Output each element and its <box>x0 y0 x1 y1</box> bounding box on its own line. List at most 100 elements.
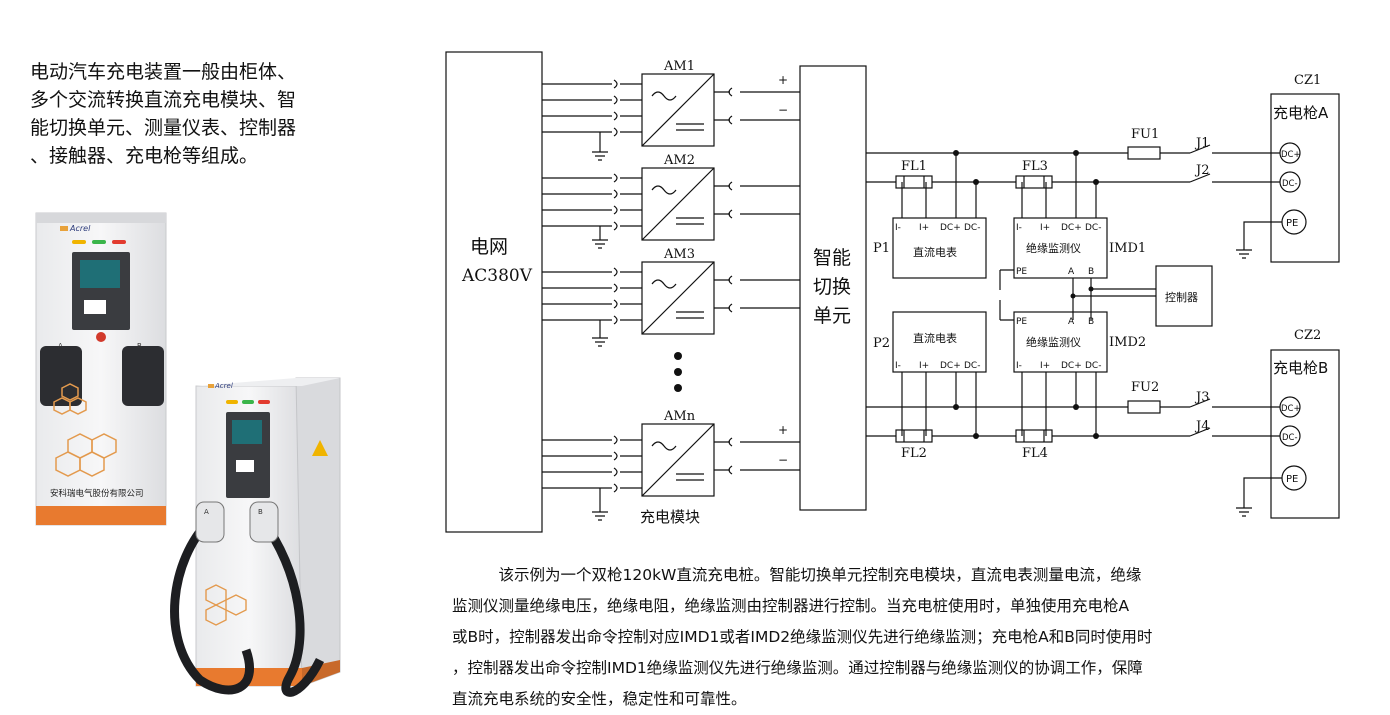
dc-plus-label: DC+ <box>1281 404 1301 414</box>
grid-voltage-label: AC380V <box>461 266 533 286</box>
socket-label-cz2: CZ2 <box>1294 328 1321 343</box>
dc-bus-upper <box>866 144 1262 218</box>
module-label-am2: AM2 <box>663 153 695 168</box>
contactor-label-j3: J3 <box>1194 390 1209 405</box>
status-light-icon <box>242 400 254 404</box>
charging-cable-a <box>170 516 255 695</box>
switch-unit-label-2: 切换 <box>813 276 851 298</box>
plus-label: + <box>778 73 788 87</box>
hexagon-decoration <box>53 383 117 477</box>
ground-icon <box>1236 477 1282 517</box>
dc-minus-label: DC- <box>1282 433 1298 443</box>
terminal-b-label: B <box>1088 317 1094 327</box>
imd-pe-wiring <box>999 269 1014 321</box>
intro-line: 、接触器、充电枪等组成。 <box>30 145 259 167</box>
terminal-label: DC- <box>964 361 980 371</box>
description-line: ，控制器发出命令控制IMD1绝缘监测仪先进行绝缘监测。通过控制器与绝缘监测仪的协… <box>452 659 1143 677</box>
dc-output-lines <box>714 87 800 475</box>
charger-cabinet-front: Acrel A B <box>170 377 341 697</box>
terminal-a-label: A <box>1068 317 1075 327</box>
terminal-label: I- <box>895 223 901 233</box>
hexagon-decoration <box>205 584 247 626</box>
emergency-button-icon <box>96 332 106 342</box>
insulation-monitor-imd1 <box>1013 217 1108 279</box>
pe-label: PE <box>1016 317 1027 327</box>
insulation-monitor-label: 绝缘监测仪 <box>1026 241 1081 255</box>
brand-logo: Acrel <box>60 224 91 233</box>
terminal-label: I- <box>895 361 901 371</box>
meter-label-p2: P2 <box>873 336 890 351</box>
grid-block <box>445 51 543 533</box>
terminal-label: I- <box>1016 361 1022 371</box>
description-line: 直流充电系统的安全性，稳定性和可靠性。 <box>452 690 747 708</box>
cabinet-base <box>36 506 166 525</box>
insulation-monitor-label: 绝缘监测仪 <box>1026 335 1081 349</box>
warning-icon <box>312 440 328 456</box>
dc-meter-label: 直流电表 <box>913 331 957 345</box>
gun-label-b: B <box>258 508 263 516</box>
pe-terminal-label: PE <box>1286 474 1298 485</box>
dc-minus-label: DC- <box>1282 179 1298 189</box>
intro-text: 电动汽车充电装置一般由柜体、 多个交流转换直流充电模块、智 能切换单元、测量仪表… <box>30 58 370 170</box>
gun-holder-a <box>40 346 82 406</box>
plus-label: + <box>778 423 788 437</box>
charging-gun-a-box <box>1270 93 1340 263</box>
fuse-label-fu2: FU2 <box>1131 380 1159 395</box>
smart-switch-unit <box>799 65 867 511</box>
status-light-icon <box>258 400 270 404</box>
brand-logo: Acrel <box>208 382 233 390</box>
fuse-label-fu1: FU1 <box>1131 127 1159 142</box>
charging-gun-a-icon <box>195 501 225 543</box>
screen-icon <box>80 260 120 288</box>
acdc-module-am1 <box>641 73 715 147</box>
card-reader-icon <box>236 460 254 472</box>
terminal-label: DC- <box>1085 223 1101 233</box>
terminal-a-label: A <box>1068 267 1075 277</box>
status-light-icon <box>112 240 126 244</box>
junction-dots <box>674 150 1099 439</box>
charging-gun-a-label: 充电枪A <box>1273 104 1329 122</box>
gun-label-a: A <box>204 508 209 516</box>
filter-label-fl4: FL4 <box>1022 446 1048 461</box>
controller-wiring <box>1073 288 1156 297</box>
imd1-label: IMD1 <box>1109 241 1146 256</box>
status-light-icon <box>226 400 238 404</box>
contactor-label-j4: J4 <box>1194 419 1209 434</box>
contactor-label-j1: J1 <box>1194 136 1209 151</box>
diagram-labels: 电网 AC380V AM1 AM2 AM3 AMn 充电模块 + − + − 智… <box>461 59 1329 526</box>
module-label-amn: AMn <box>663 409 696 424</box>
minus-label: − <box>778 453 788 467</box>
filter-label-fl2: FL2 <box>901 446 927 461</box>
terminal-label: DC+ <box>940 223 961 233</box>
terminal-label: I- <box>1016 223 1022 233</box>
filter-label-fl1: FL1 <box>901 159 927 174</box>
filter-label-fl3: FL3 <box>1022 159 1048 174</box>
pe-terminal-label: PE <box>1286 218 1298 229</box>
terminal-label: DC+ <box>1061 223 1082 233</box>
terminal-label: DC+ <box>940 361 961 371</box>
card-reader-icon <box>84 300 106 314</box>
charging-gun-b-label: 充电枪B <box>1273 359 1328 377</box>
terminal-label: DC- <box>964 223 980 233</box>
terminal-label: I+ <box>919 361 929 371</box>
module-label-am3: AM3 <box>663 247 695 262</box>
brand-logo-text: Acrel <box>69 224 91 233</box>
terminal-label: DC- <box>1085 361 1101 371</box>
pe-label: PE <box>1016 267 1027 277</box>
input-connector-icons <box>613 79 642 493</box>
terminal-label: I+ <box>1040 223 1050 233</box>
description-line: 或B时，控制器发出命令控制对应IMD1或者IMD2绝缘监测仪先进行绝缘监测；充电… <box>452 628 1153 646</box>
intro-line: 多个交流转换直流充电模块、智 <box>30 89 297 111</box>
acdc-module-amn <box>641 423 715 497</box>
brand-logo-text: Acrel <box>214 382 233 390</box>
terminal-b-label: B <box>1088 267 1094 277</box>
socket-label-cz1: CZ1 <box>1294 73 1321 88</box>
switch-unit-label-3: 单元 <box>813 305 851 327</box>
module-group-label: 充电模块 <box>640 508 700 526</box>
gun-holder-b <box>122 346 164 406</box>
description-text: 该示例为一个双枪120kW直流充电桩。智能切换单元控制充电模块，直流电表测量电流… <box>452 560 1357 715</box>
description-line: 监测仪测量绝缘电压，绝缘电阻，绝缘监测由控制器进行控制。当充电桩使用时，单独使用… <box>452 597 1130 615</box>
ac-input-lines <box>542 83 612 489</box>
company-name: 安科瑞电气股份有限公司 <box>50 488 144 499</box>
